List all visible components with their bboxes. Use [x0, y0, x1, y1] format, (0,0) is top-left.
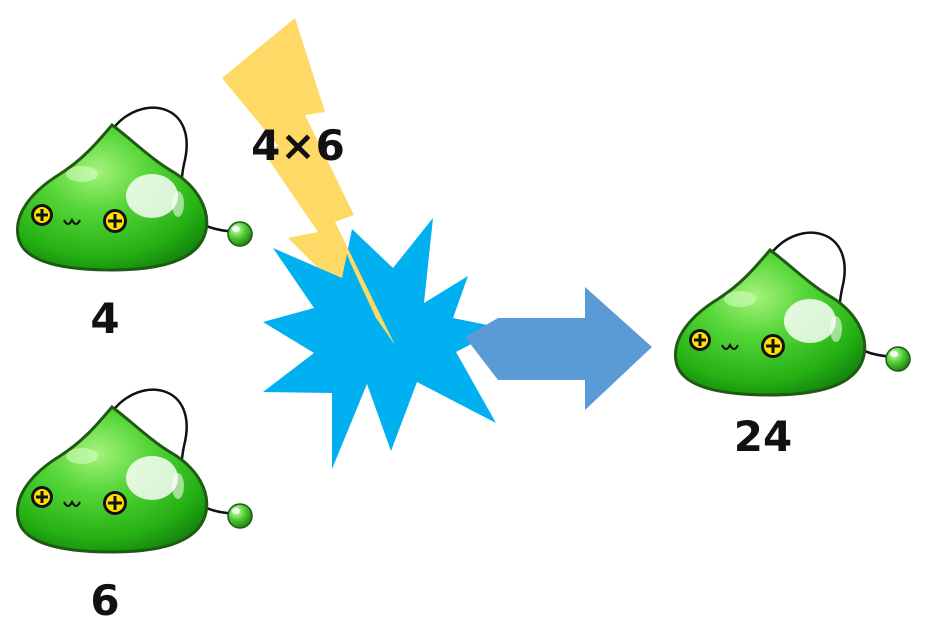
slime-six: 6: [15, 388, 254, 625]
slime-result-label: 24: [734, 412, 792, 461]
green-slime-icon: [15, 388, 254, 554]
slime-four-label: 4: [90, 294, 119, 343]
right-arrow-icon: [465, 287, 652, 410]
lightning-tip: [335, 222, 395, 345]
slime-six-label: 6: [90, 576, 119, 625]
green-slime-icon: [15, 106, 254, 272]
slime-result: 24: [673, 231, 912, 461]
operation-label: 4×6: [251, 121, 345, 170]
green-slime-icon: [673, 231, 912, 397]
slime-four: 4: [15, 106, 254, 343]
explosion-burst-icon: [263, 218, 502, 469]
